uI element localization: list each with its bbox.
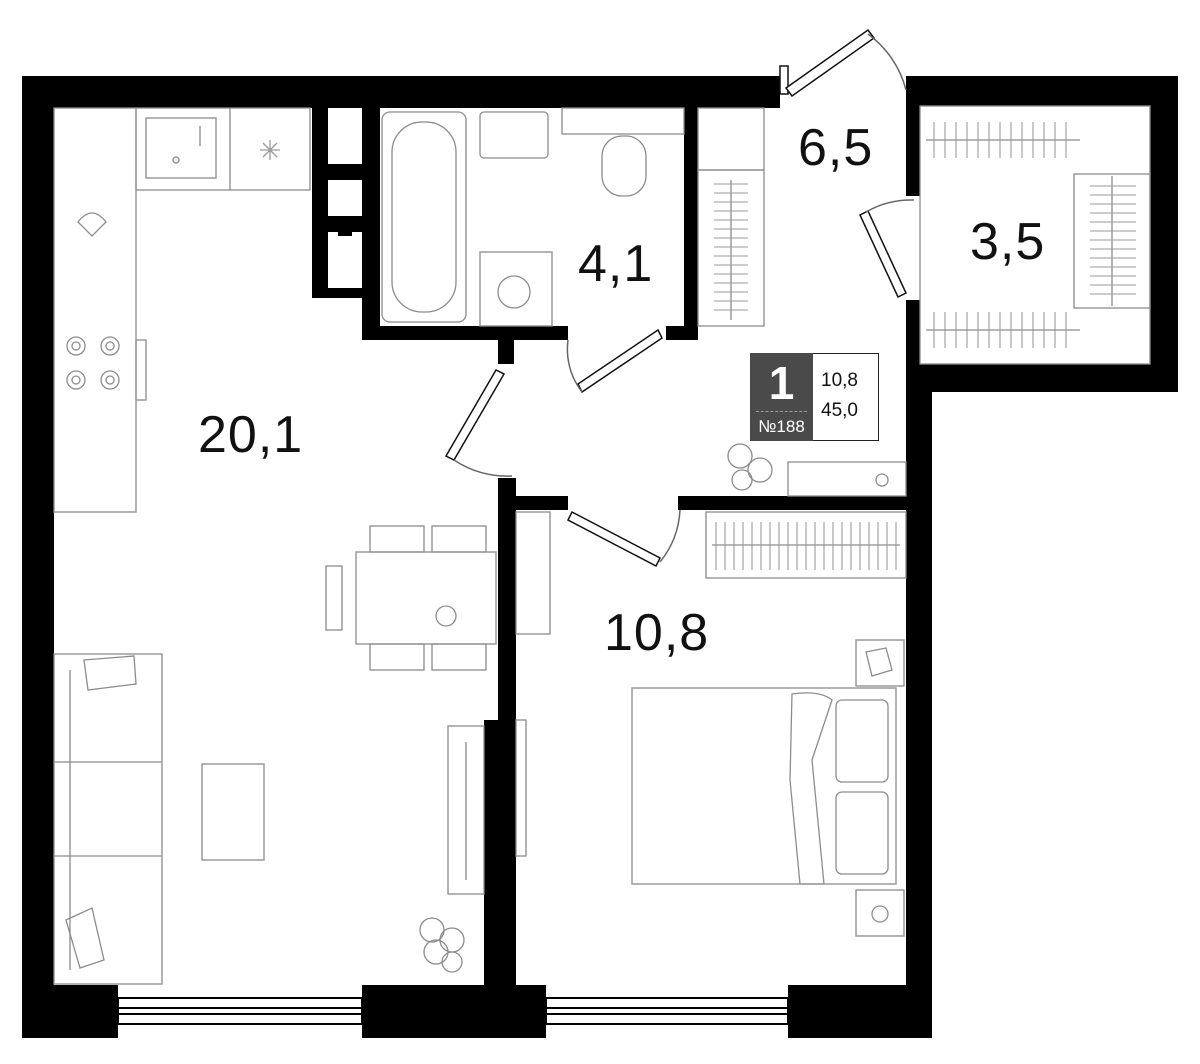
windows	[117, 997, 789, 1025]
dining-table	[325, 525, 497, 671]
badge-rooms-panel: 1 №188	[750, 353, 813, 441]
shaft-voids	[328, 108, 362, 288]
double-bed	[631, 687, 897, 885]
room-area-living-kitchen: 20,1	[198, 406, 304, 464]
rooms-count: 1	[768, 357, 795, 409]
kitchen-counter	[53, 107, 137, 513]
living-area: 10,8	[821, 370, 858, 391]
room-area-wardrobe: 3,5	[970, 213, 1046, 271]
total-area: 45,0	[821, 400, 858, 421]
coffee-table	[201, 763, 265, 861]
washbasin	[479, 111, 549, 159]
doors	[444, 28, 915, 568]
lamp-icon	[77, 212, 107, 237]
apartment-badge: 1 №188 10,8 45,0	[750, 353, 880, 443]
tv-stand	[447, 725, 485, 895]
plant-icon-hallway	[727, 443, 773, 491]
nightstand	[855, 639, 905, 687]
sofa	[53, 653, 163, 985]
hangers	[714, 122, 1136, 570]
washing-machine	[479, 251, 553, 327]
console	[787, 461, 907, 497]
shaft-marker	[338, 222, 352, 236]
badge-separator	[756, 411, 807, 412]
furniture	[53, 105, 1151, 985]
toilet-tank	[561, 107, 685, 135]
room-area-hallway: 6,5	[798, 119, 874, 177]
nightstand-2	[855, 889, 905, 937]
fridge-icon	[260, 140, 280, 160]
bedroom-tv	[515, 719, 527, 857]
shoe-cabinet	[697, 107, 765, 171]
room-area-bathroom: 4,1	[578, 235, 654, 293]
bedroom-wardrobe	[705, 511, 907, 579]
apartment-number: №188	[758, 417, 805, 436]
badge-area-panel: 10,8 45,0	[813, 353, 879, 441]
plant-icon	[419, 917, 465, 973]
stove-icon	[66, 336, 147, 401]
room-area-bedroom: 10,8	[604, 604, 710, 662]
bathtub	[381, 111, 467, 323]
sink	[145, 117, 217, 179]
